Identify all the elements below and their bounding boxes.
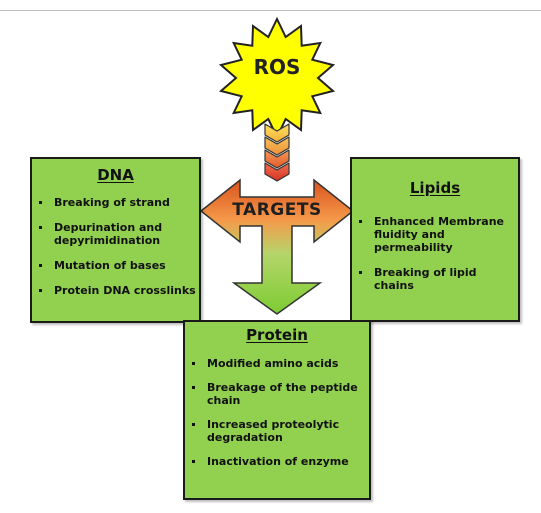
- dna-box: DNA Breaking of strand Depurination and …: [30, 157, 201, 323]
- list-item: Protein DNA crosslinks: [32, 284, 199, 297]
- chevron-3: [264, 149, 290, 169]
- dna-list: Breaking of strand Depurination and depy…: [32, 196, 199, 297]
- chevron-1: [264, 123, 290, 143]
- list-item: Increased proteolytic degradation: [185, 418, 369, 444]
- lipids-box: Lipids Enhanced Membrane fluidity and pe…: [350, 157, 520, 322]
- dna-title: DNA: [97, 166, 134, 184]
- list-item: Mutation of bases: [32, 259, 199, 272]
- list-item: Inactivation of enzyme: [185, 455, 369, 468]
- chevron-2: [264, 136, 290, 156]
- list-item: Modified amino acids: [185, 357, 369, 370]
- targets-arrow: [199, 178, 355, 315]
- protein-list: Modified amino acids Breakage of the pep…: [185, 357, 369, 468]
- targets-label: TARGETS: [232, 200, 322, 220]
- lipids-title: Lipids: [409, 179, 461, 197]
- lipids-list: Enhanced Membrane fluidity and permeabil…: [352, 215, 518, 292]
- list-item: Breaking of lipid chains: [352, 266, 518, 292]
- chevron-arrows: [264, 123, 290, 182]
- list-item: Breakage of the peptide chain: [185, 381, 369, 407]
- protein-title: Protein: [246, 326, 308, 344]
- chevron-4: [264, 162, 290, 182]
- top-divider: [0, 10, 541, 11]
- protein-box: Protein Modified amino acids Breakage of…: [183, 320, 371, 500]
- list-item: Depurination and depyrimidination: [32, 221, 199, 247]
- list-item: Breaking of strand: [32, 196, 199, 209]
- ros-label: ROS: [253, 55, 301, 79]
- list-item: Enhanced Membrane fluidity and permeabil…: [352, 215, 518, 254]
